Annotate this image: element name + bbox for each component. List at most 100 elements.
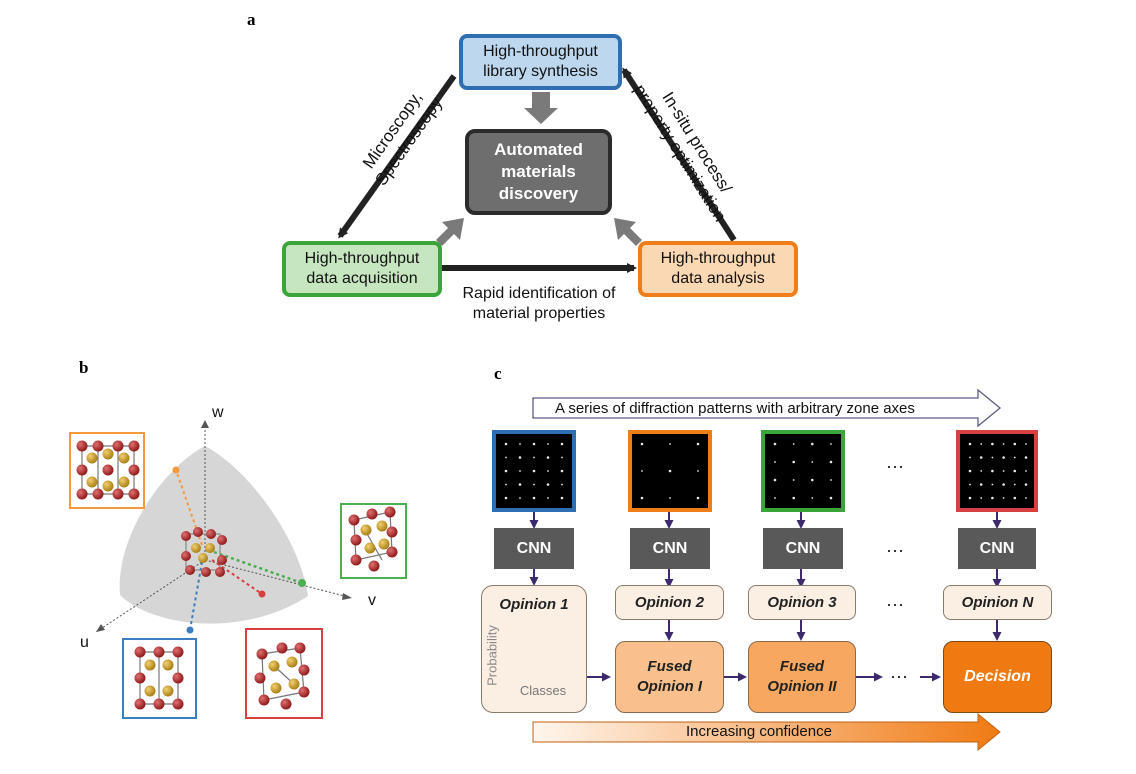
diffraction-spot [979,483,983,486]
diffraction-spot [518,483,522,486]
diffraction-spot [980,497,983,499]
histogram-ylabel: Probability [484,625,500,686]
diffraction-spot [829,496,833,500]
diffraction-spot [504,442,508,446]
panel-label-c: c [494,364,502,383]
diffraction-spot [1025,443,1027,445]
diffraction-spot [641,470,643,472]
block-arrow-up-left [614,218,648,246]
confidence-arrow-label: Increasing confidence [686,723,832,740]
center-line-2: materials [501,162,576,181]
diffraction-spot [980,443,983,445]
crystal-inset-orange-atoms [76,440,140,500]
diffraction-spot [518,456,522,459]
diffraction-spot [1013,496,1017,500]
axis-w-label: w [212,404,224,421]
diffraction-spot [792,479,795,481]
diffraction-spot [792,443,795,445]
diffraction-spot [1002,497,1005,499]
decision-box: Decision [943,641,1052,713]
diffraction-spot [969,483,971,486]
diffraction-spot [504,469,508,473]
diffraction-spot [830,479,832,481]
diffraction-spot [561,456,563,459]
panel-a-center-arrows [430,92,648,246]
diffraction-spot [773,478,777,482]
diffraction-spot [1002,470,1005,472]
diffraction-spot [668,469,672,473]
block-arrow-down [524,92,558,124]
crystal-inset-green-atoms [348,506,398,572]
diffraction-spot [811,461,814,463]
panel-b-octant [95,420,353,634]
diffraction-spot [1025,470,1027,472]
fused-2-line-2: Opinion II [767,678,837,695]
bottom-edge-line-2: material properties [472,305,606,322]
diffraction-spot [991,469,994,473]
diffraction-spot [640,442,644,446]
diffraction-spot [669,497,671,499]
cnn-box-n: CNN [958,528,1036,569]
diffraction-spot [533,483,535,486]
central-crystal [181,527,227,577]
diffraction-spot [980,470,983,472]
diffraction-spot [773,442,777,446]
diffraction-spot [532,469,536,473]
pattern-frame-3 [761,430,845,512]
diffraction-spot [792,460,795,464]
diffraction-spot [696,496,700,500]
diffraction-spot [1013,456,1016,459]
diffraction-spot [532,496,536,500]
cnn-box-1: CNN [494,528,574,569]
diffraction-spot [669,443,671,445]
pattern-frame-1 [492,430,576,512]
opinion-1-box: Opinion 1 Probability Classes [481,585,587,713]
diffraction-spot [774,497,776,499]
diffraction-spot [1013,442,1017,446]
diffraction-spot [991,483,994,486]
center-line-3: discovery [498,184,579,203]
diffraction-spot [811,478,814,482]
diffraction-spot [547,497,549,499]
cnn-box-3: CNN [763,528,843,569]
diffraction-spot [991,496,994,500]
fused-2-line-1: Fused [779,658,825,675]
ellipsis-fused: ··· [890,666,908,686]
diffraction-spot [968,442,972,446]
inset-frame-orange [69,432,145,509]
diffraction-spot [640,496,644,500]
acquisition-line-1: High-throughput [304,250,420,267]
diffraction-spot [561,483,563,486]
axis-v-label: v [368,592,376,609]
fused-1-line-2: Opinion I [637,678,702,695]
top-series-arrow [532,388,1002,428]
acquisition-box: High-throughput data acquisition [282,241,442,297]
histogram-xlabel: Classes [519,683,567,698]
diffraction-spot [519,470,521,472]
analysis-line-1: High-throughput [660,250,776,267]
inset-frame-red [245,628,323,719]
diffraction-spot [547,443,549,445]
acquisition-line-2: data acquisition [306,270,418,287]
cnn-box-2: CNN [630,528,710,569]
opinion-2-box: Opinion 2 [615,585,724,620]
synthesis-line-2: library synthesis [483,63,598,80]
automated-discovery-box: Automated materials discovery [465,129,612,215]
direction-red [211,559,263,595]
inset-frame-green [340,503,407,579]
diffraction-spot [1024,456,1028,459]
diffraction-pattern-3 [765,434,841,508]
analysis-box: High-throughput data analysis [638,241,798,297]
diffraction-spot [504,496,508,500]
ellipsis-opinions: ··· [886,594,904,614]
diffraction-spot [519,443,521,445]
diffraction-spot [1002,483,1005,486]
panel-label-a: a [247,10,256,29]
diffraction-patterns [496,434,1036,508]
fused-opinion-1-box: Fused Opinion I [615,641,724,713]
confidence-arrow [532,712,1001,752]
crystal-inset-red-atoms [254,642,310,710]
diffraction-spot [991,456,994,459]
diffraction-spot [519,497,521,499]
